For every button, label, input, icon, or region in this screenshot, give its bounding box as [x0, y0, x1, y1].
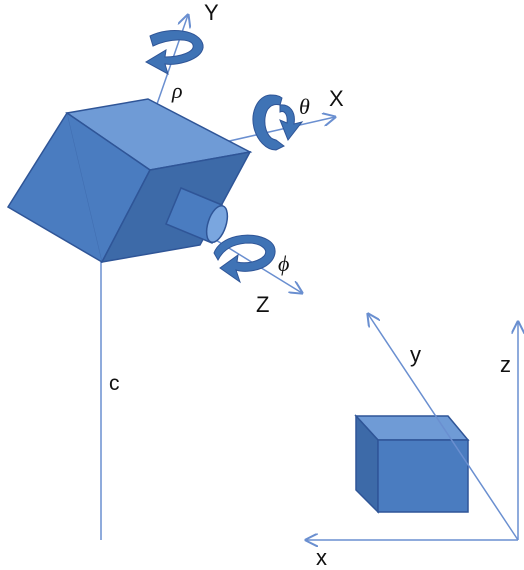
- object-box-icon: [354, 414, 470, 514]
- world-y-label: y: [410, 342, 421, 367]
- rotation-arrow-phi-icon: [213, 234, 276, 284]
- rotation-arrow-rho-icon: [144, 30, 204, 76]
- phi-label: ϕ: [278, 251, 289, 276]
- rho-label: ρ: [171, 78, 183, 103]
- theta-label: θ: [299, 94, 310, 119]
- camera-x-label: X: [329, 86, 344, 111]
- rotation-arrow-theta-icon: [252, 94, 304, 151]
- lens-icon: [165, 187, 229, 245]
- world-x-label: x: [316, 545, 327, 570]
- vertical-line-label: c: [109, 372, 120, 395]
- world-z-label: z: [500, 352, 511, 377]
- world-y-axis: [368, 314, 519, 541]
- camera-z-label: Z: [256, 292, 269, 317]
- camera-y-label: Y: [204, 0, 219, 25]
